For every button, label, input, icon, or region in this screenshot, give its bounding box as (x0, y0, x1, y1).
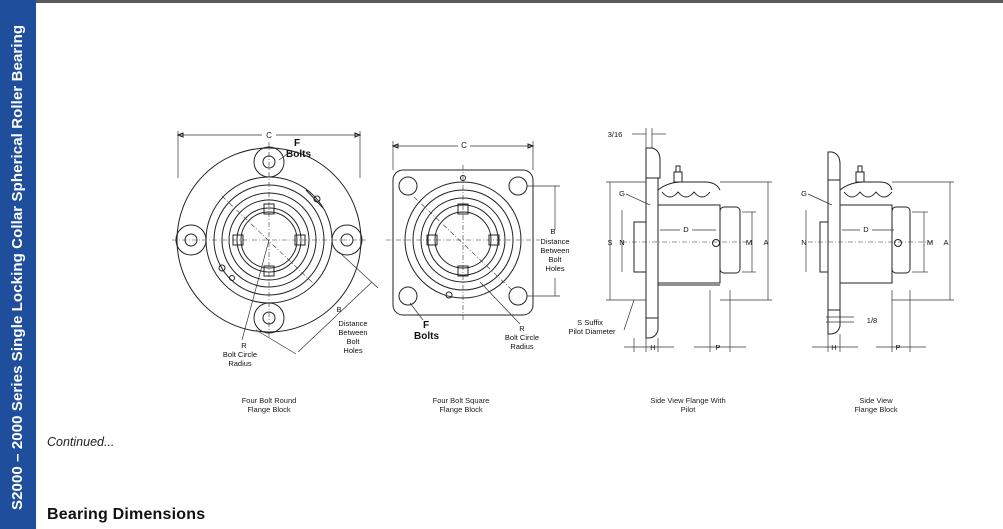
between-label-2: Between (540, 246, 569, 255)
sidebar-band: S2000 – 2000 Series Single Locking Colla… (0, 0, 36, 529)
r-label-2: R (519, 324, 525, 333)
figure-caption-round-line1: Four Bolt Round (241, 396, 297, 405)
holes-label-2: Holes (545, 264, 564, 273)
figure-caption-side-pilot-line2: Pilot (680, 405, 696, 414)
dim-c-label-2: C (461, 141, 467, 150)
figure-caption-square: Four Bolt Square Flange Block (401, 396, 521, 414)
p-label-2: P (895, 343, 900, 352)
b-label-2: B (550, 227, 555, 236)
h-label-1: H (650, 343, 655, 352)
three-sixteenths-label: 3/16 (608, 130, 623, 139)
top-rule (36, 0, 1003, 3)
bolt-circle-label-2: Radius (228, 359, 252, 368)
one-eighth-label: 1/8 (867, 316, 877, 325)
s-suffix-label-2: Pilot Diameter (568, 327, 616, 336)
figure-caption-side-flange-line2: Flange Block (854, 405, 898, 414)
figure-caption-round: Four Bolt Round Flange Block (209, 396, 329, 414)
bolt-circle-label-3: Bolt Circle (505, 333, 539, 342)
figure-caption-side-pilot-line1: Side View Flange With (650, 396, 726, 405)
distance-label-2: Distance (540, 237, 569, 246)
a-label-1: A (763, 238, 768, 247)
between-label-1: Between (338, 328, 367, 337)
square-flange-block-drawing: C B Distance Between Bolt Holes F Bolts (386, 141, 570, 351)
m-label-1: M (746, 238, 752, 247)
f-bolts-word-1: Bolts (286, 149, 311, 160)
figure-caption-square-line2: Flange Block (439, 405, 483, 414)
side-view-flange-drawing: G N D M A 1/8 H P (801, 151, 954, 352)
figure-caption-side-flange-line1: Side View (859, 396, 893, 405)
n-label-1: N (619, 238, 624, 247)
holes-label-1: Holes (343, 346, 362, 355)
g-label-2: G (801, 189, 807, 198)
figure-caption-square-line1: Four Bolt Square (432, 396, 490, 405)
r-label-1: R (241, 341, 247, 350)
figure-caption-side-flange: Side View Flange Block (816, 396, 936, 414)
b-label-1: B (336, 305, 341, 314)
bolt-label-1: Bolt (347, 337, 361, 346)
bolt-label-2: Bolt (549, 255, 563, 264)
side-view-pilot-drawing: 3/16 G S N D (568, 128, 772, 352)
m-label-2: M (927, 238, 933, 247)
figure-caption-round-line2: Flange Block (247, 405, 291, 414)
bolt-circle-label-4: Radius (510, 342, 534, 351)
f-bolts-word-2: Bolts (414, 331, 439, 342)
continued-note: Continued... (47, 435, 115, 449)
p-label-1: P (715, 343, 720, 352)
section-heading: Bearing Dimensions (47, 506, 206, 523)
a-label-2: A (943, 238, 948, 247)
g-label-1: G (619, 189, 625, 198)
distance-label-1: Distance (338, 319, 367, 328)
round-flange-block-drawing: C F Bolts R B (172, 131, 379, 368)
n-label-2: N (801, 238, 806, 247)
s-label: S (607, 238, 612, 247)
bolt-circle-label-1: Bolt Circle (223, 350, 257, 359)
h-label-2: H (831, 343, 836, 352)
dim-c-label: C (266, 131, 272, 140)
figure-caption-side-pilot: Side View Flange With Pilot (628, 396, 748, 414)
f-bolts-letter-2: F (423, 320, 429, 331)
s-suffix-label-1: S Suffix (577, 318, 603, 327)
d-label-1: D (683, 225, 689, 234)
f-bolts-letter-1: F (294, 138, 300, 149)
d-label-2: D (863, 225, 869, 234)
